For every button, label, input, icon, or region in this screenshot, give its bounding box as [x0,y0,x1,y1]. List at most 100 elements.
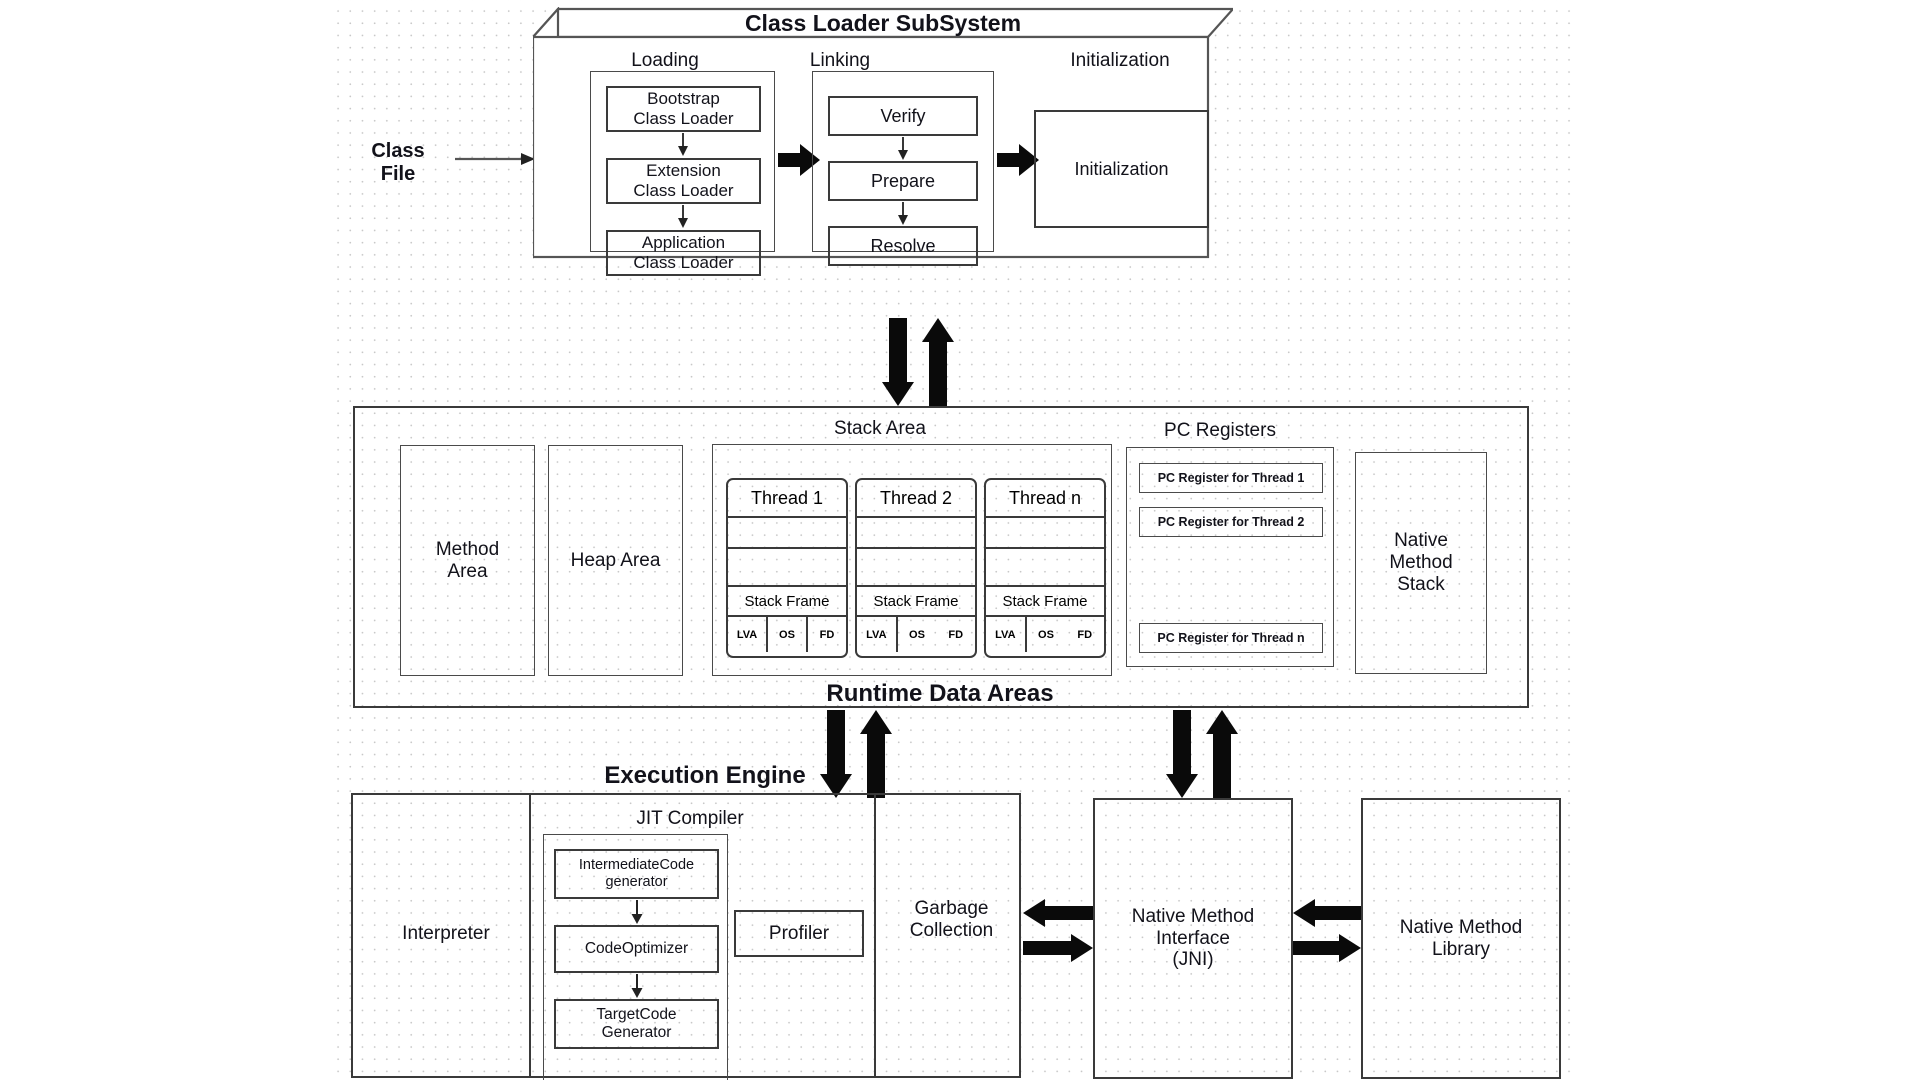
thread-2-frame-cells: LVA OS FD [857,617,975,652]
thread-1-empty-slot-1 [728,518,846,549]
thread-n-stack[interactable]: Thread n Stack Frame LVA OS FD [984,478,1106,658]
jit-arrow-1 [630,900,644,925]
runtime-to-jni-down-arrow [1166,710,1198,798]
native-method-stack-label: Native Method Stack [1389,530,1453,595]
jni-to-runtime-up-arrow [1206,710,1238,798]
profiler-label: Profiler [768,922,830,944]
thread-1-cell-os: OS [768,617,808,652]
thread-2-cell-fd: FD [948,628,964,641]
initialization-column-header: Initialization [1070,50,1170,71]
thread-2-cell-os: OS [909,628,925,641]
thread-2-stack[interactable]: Thread 2 Stack Frame LVA OS FD [855,478,977,658]
target-code-generator-box[interactable]: TargetCode Generator [554,999,719,1049]
garbage-collection-label: Garbage Collection [909,898,994,941]
thread-1-title: Thread 1 [728,480,846,518]
interpreter-label: Interpreter [402,923,490,944]
gc-to-jni-arrow [1023,933,1093,963]
initialization-label: Initialization [1074,158,1169,179]
pc-register-thread-n-box[interactable]: PC Register for Thread n [1139,623,1323,653]
loading-arrow-2 [676,205,690,229]
runtime-up-arrow [922,318,954,406]
thread-1-cell-fd: FD [819,628,835,641]
thread-n-empty-slot-1 [986,518,1104,549]
pc-registers-header: PC Registers [1164,420,1276,441]
thread-1-empty-slot-2 [728,549,846,587]
native-method-interface-label: Native Method Interface (JNI) [1131,905,1255,971]
initialization-box[interactable]: Initialization [1034,110,1209,228]
prepare-box[interactable]: Prepare [828,161,978,201]
target-code-generator-label: TargetCode Generator [596,1006,677,1041]
thread-1-cell-lva: LVA [728,617,768,652]
linking-to-initialization-arrow [997,142,1039,178]
verify-box[interactable]: Verify [828,96,978,136]
bootstrap-class-loader-label: Bootstrap Class Loader [633,89,734,128]
extension-class-loader-box[interactable]: Extension Class Loader [606,158,761,204]
execution-to-runtime-up-arrow [860,710,892,798]
thread-1-stack[interactable]: Thread 1 Stack Frame LVA OS FD [726,478,848,658]
pc-register-thread-2-box[interactable]: PC Register for Thread 2 [1139,507,1323,537]
pc-registers-container [1126,447,1334,667]
application-class-loader-label: Application Class Loader [633,233,734,272]
code-optimizer-label: CodeOptimizer [584,940,689,958]
loading-arrow-1 [676,133,690,157]
runtime-to-execution-down-arrow [820,710,852,798]
intermediate-code-generator-box[interactable]: IntermediateCode generator [554,849,719,899]
jni-to-gc-arrow [1023,898,1093,928]
code-optimizer-box[interactable]: CodeOptimizer [554,925,719,973]
method-area-box[interactable]: Method Area [400,445,535,676]
class-loader-title: Class Loader SubSystem [744,10,1022,36]
thread-2-cell-lva: LVA [857,617,898,652]
linking-arrow-1 [896,137,910,161]
application-class-loader-box[interactable]: Application Class Loader [606,230,761,276]
class-loader-subsystem-shell [533,7,1233,262]
runtime-data-areas-container [353,406,1529,708]
class-file-arrow [455,152,535,166]
library-to-jni-arrow [1293,898,1361,928]
resolve-label: Resolve [870,235,936,256]
extension-class-loader-label: Extension Class Loader [633,161,734,200]
pc-register-thread-n-label: PC Register for Thread n [1157,630,1305,645]
execution-engine-container [351,793,1021,1078]
thread-n-title: Thread n [986,480,1104,518]
native-method-library-label: Native Method Library [1399,916,1523,960]
stack-area-header: Stack Area [834,418,926,439]
heap-area-box[interactable]: Heap Area [548,445,683,676]
native-method-library-box[interactable]: Native Method Library [1361,798,1561,1079]
execution-engine-title: Execution Engine [604,762,806,789]
verify-label: Verify [880,105,926,126]
native-method-interface-box[interactable]: Native Method Interface (JNI) [1093,798,1293,1079]
thread-2-title: Thread 2 [857,480,975,518]
native-method-stack-box[interactable]: Native Method Stack [1355,452,1487,674]
thread-n-cell-os: OS [1038,628,1054,641]
garbage-collection-divider [874,793,876,1078]
loading-column-header: Loading [631,50,699,71]
runtime-data-areas-title: Runtime Data Areas [826,680,1054,707]
stack-area-container [712,444,1112,676]
pc-register-thread-1-box[interactable]: PC Register for Thread 1 [1139,463,1323,493]
thread-n-empty-slot-2 [986,549,1104,587]
thread-n-stack-frame-label: Stack Frame [986,587,1104,617]
profiler-box[interactable]: Profiler [734,910,864,957]
thread-n-cell-fd: FD [1077,628,1093,641]
intermediate-code-generator-label: IntermediateCode generator [578,857,695,890]
jni-to-library-arrow [1293,933,1361,963]
thread-n-cell-lva: LVA [986,617,1027,652]
jit-compiler-pipeline-container [543,834,728,1080]
jit-arrow-2 [630,974,644,999]
thread-1-frame-cells: LVA OS FD [728,617,846,652]
linking-arrow-2 [896,202,910,226]
thread-n-frame-cells: LVA OS FD [986,617,1104,652]
loading-column-container [590,71,775,252]
thread-2-empty-slot-1 [857,518,975,549]
pc-register-thread-1-label: PC Register for Thread 1 [1157,470,1305,485]
resolve-box[interactable]: Resolve [828,226,978,266]
bootstrap-class-loader-box[interactable]: Bootstrap Class Loader [606,86,761,132]
method-area-label: Method Area [435,538,500,582]
interpreter-divider [529,793,531,1078]
class-file-label: Class File [371,140,425,185]
loading-to-linking-arrow [778,142,820,178]
thread-1-stack-frame-label: Stack Frame [728,587,846,617]
prepare-label: Prepare [870,170,936,191]
linking-column-header: Linking [809,50,871,71]
